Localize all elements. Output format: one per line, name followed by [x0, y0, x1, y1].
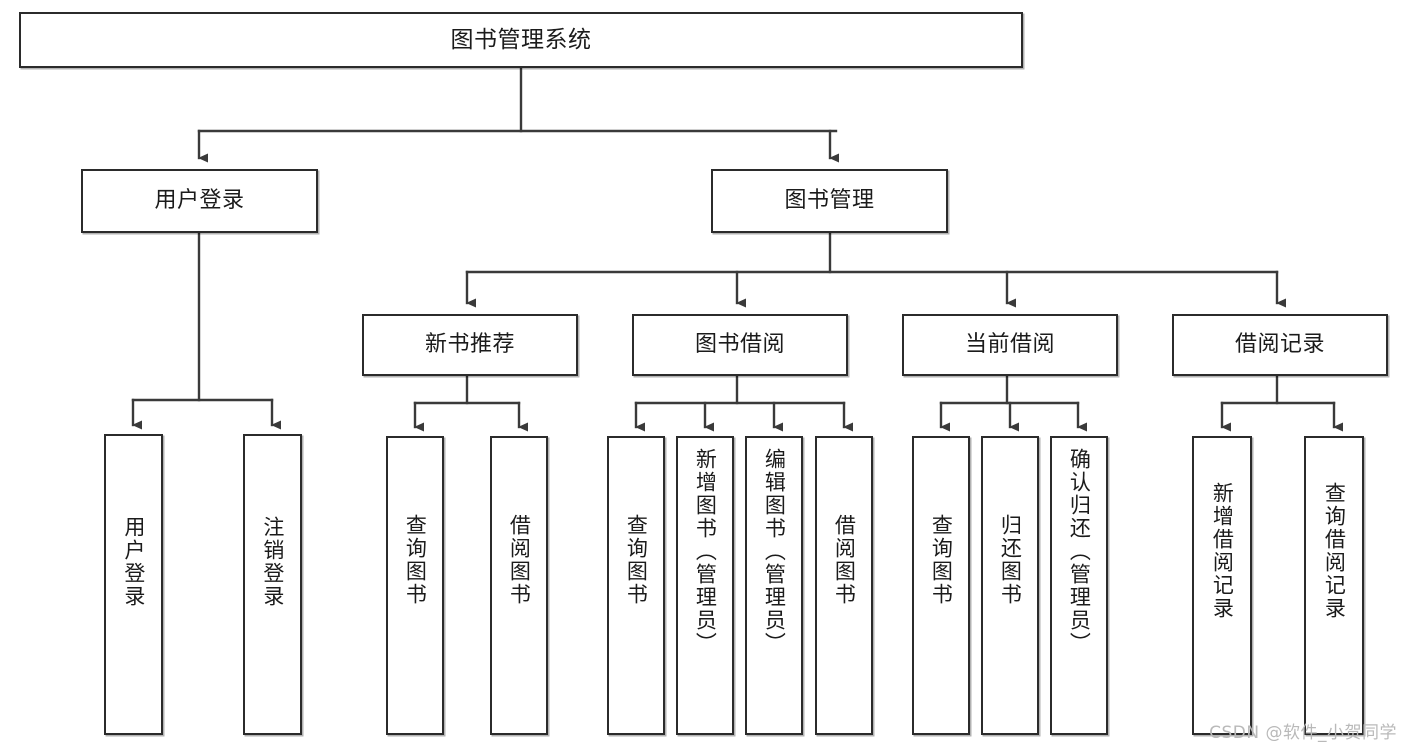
- node-label: 编辑图书（管理员）: [762, 448, 787, 655]
- leaf-query-book-current[interactable]: 查询图书: [912, 436, 970, 735]
- node-label: 图书借阅: [694, 331, 785, 357]
- node-label: 查询借阅记录: [1322, 482, 1347, 620]
- csdn-watermark: CSDN @软件_小贺同学: [1209, 723, 1397, 743]
- node-label: 借阅图书: [832, 514, 857, 606]
- node-book-management[interactable]: 图书管理: [711, 169, 948, 233]
- node-label: 查询图书: [624, 514, 649, 606]
- node-label: 确认归还（管理员）: [1067, 448, 1092, 655]
- node-label: 借阅图书: [507, 514, 532, 606]
- leaf-logout[interactable]: 注销登录: [243, 434, 302, 735]
- node-label: 当前借阅: [964, 331, 1055, 357]
- leaf-add-borrow-record[interactable]: 新增借阅记录: [1192, 436, 1252, 735]
- leaf-query-book-borrow[interactable]: 查询图书: [607, 436, 665, 735]
- node-book-borrow[interactable]: 图书借阅: [632, 314, 848, 376]
- node-label: 归还图书: [998, 514, 1023, 606]
- node-label: 新增借阅记录: [1210, 482, 1235, 620]
- node-label: 图书管理: [784, 187, 875, 213]
- leaf-confirm-return-admin[interactable]: 确认归还（管理员）: [1050, 436, 1108, 735]
- leaf-user-login[interactable]: 用户登录: [104, 434, 163, 735]
- node-label: 注销登录: [260, 516, 285, 608]
- node-new-book-recommend[interactable]: 新书推荐: [362, 314, 578, 376]
- leaf-query-book-new[interactable]: 查询图书: [386, 436, 444, 735]
- node-label: 新增图书（管理员）: [693, 448, 718, 655]
- leaf-edit-book-admin[interactable]: 编辑图书（管理员）: [745, 436, 803, 735]
- node-label: 新书推荐: [424, 331, 515, 357]
- node-label: 查询图书: [403, 514, 428, 606]
- node-borrow-record[interactable]: 借阅记录: [1172, 314, 1388, 376]
- leaf-return-book[interactable]: 归还图书: [981, 436, 1039, 735]
- node-root-book-management-system[interactable]: 图书管理系统: [19, 12, 1023, 68]
- leaf-add-book-admin[interactable]: 新增图书（管理员）: [676, 436, 734, 735]
- node-label: 用户登录: [154, 187, 245, 213]
- leaf-borrow-book-new[interactable]: 借阅图书: [490, 436, 548, 735]
- node-label: 借阅记录: [1234, 331, 1325, 357]
- leaf-borrow-book-borrow[interactable]: 借阅图书: [815, 436, 873, 735]
- node-label: 查询图书: [929, 514, 954, 606]
- node-label: 用户登录: [121, 516, 146, 608]
- node-user-login[interactable]: 用户登录: [81, 169, 318, 233]
- leaf-query-borrow-record[interactable]: 查询借阅记录: [1304, 436, 1364, 735]
- node-current-borrow[interactable]: 当前借阅: [902, 314, 1118, 376]
- node-label: 图书管理系统: [450, 26, 592, 53]
